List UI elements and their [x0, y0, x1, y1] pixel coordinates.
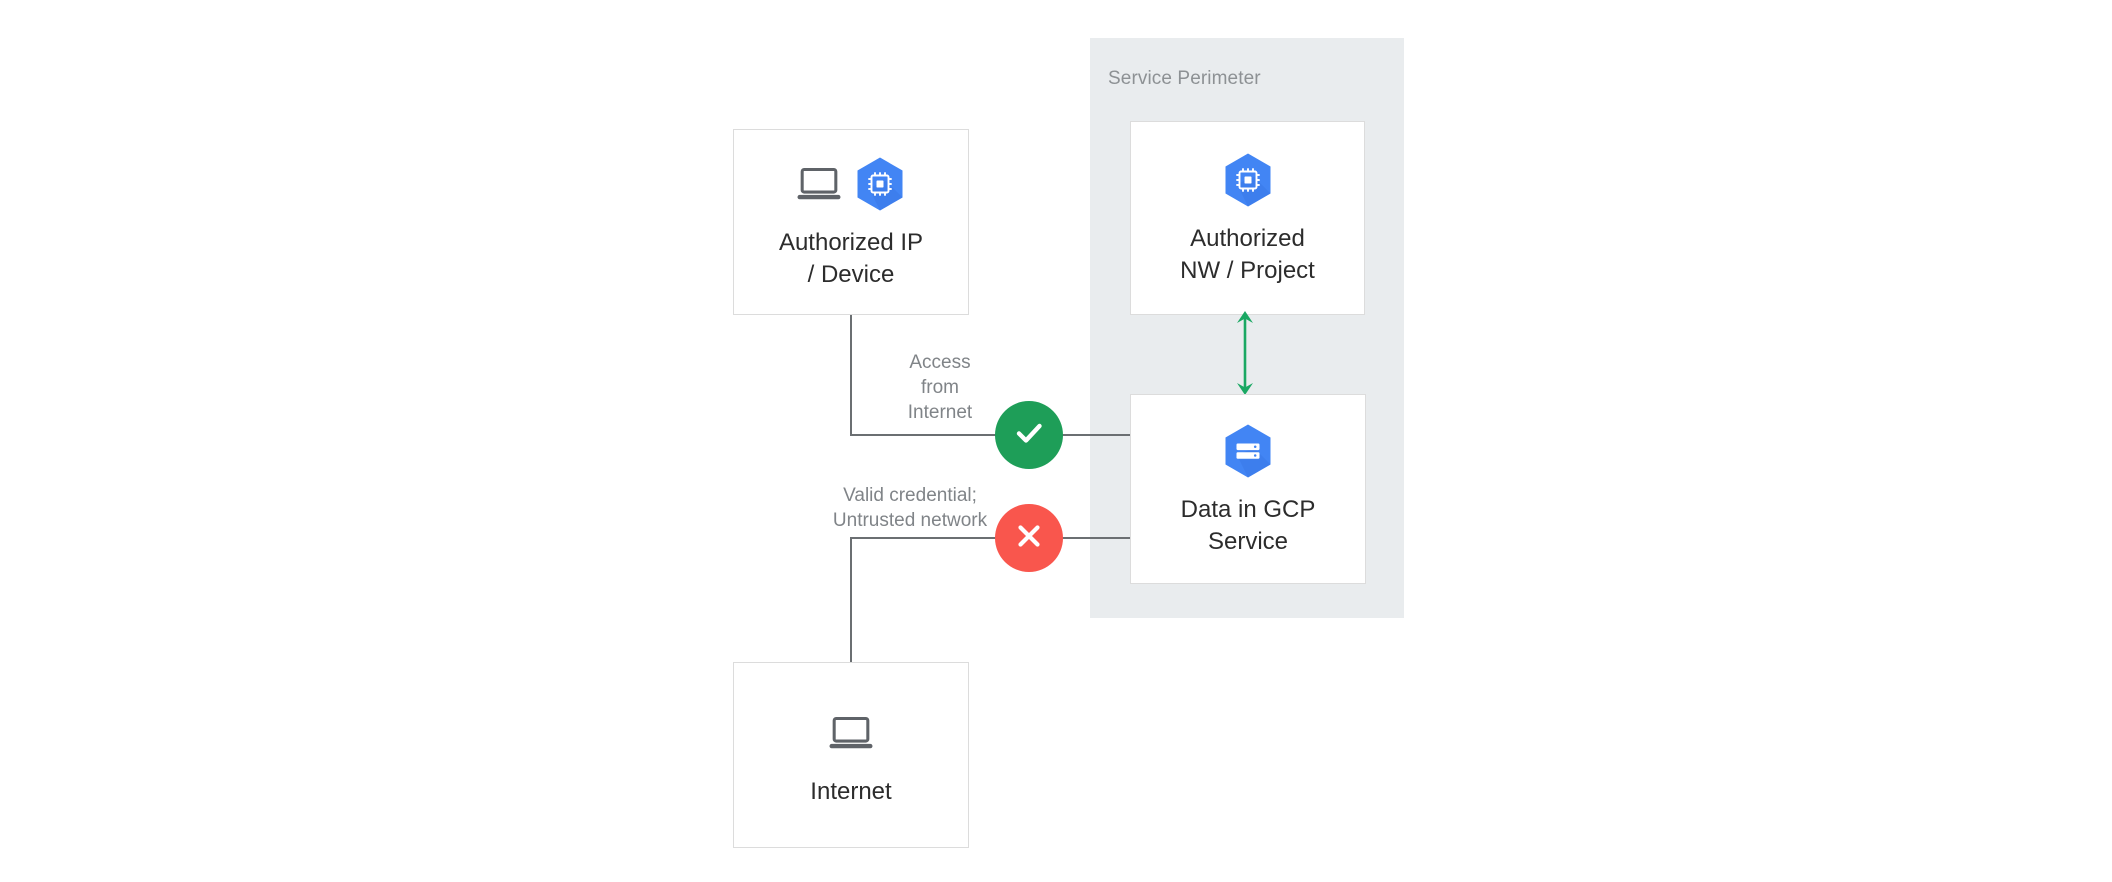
connector-authorized-ip-horizontal	[850, 434, 998, 437]
cross-icon	[1011, 518, 1047, 559]
bidirectional-arrow-icon	[1230, 310, 1260, 396]
node-icon-group	[829, 702, 873, 764]
node-label: Authorized NW / Project	[1180, 225, 1315, 284]
node-label: Internet	[810, 778, 892, 806]
status-badge-denied[interactable]	[995, 504, 1063, 572]
node-icon-group	[1223, 149, 1273, 211]
connector-internet-horizontal	[850, 537, 998, 540]
gcp-compute-hexagon-icon	[855, 156, 905, 212]
status-badge-allowed[interactable]	[995, 401, 1063, 469]
gcp-storage-hexagon-icon	[1223, 423, 1273, 479]
node-internet[interactable]: Internet	[733, 662, 969, 848]
laptop-icon	[797, 167, 841, 201]
node-label: Data in GCP Service	[1180, 496, 1316, 555]
node-label: Authorized IP / Device	[778, 229, 924, 288]
edge-label-valid-credential-untrusted-network: Valid credential; Untrusted network	[832, 485, 988, 532]
node-icon-group	[1223, 420, 1273, 482]
connector-internet-vertical	[850, 537, 853, 664]
gcp-compute-hexagon-icon	[1223, 152, 1273, 208]
connector-authorized-ip-vertical	[850, 315, 853, 436]
node-icon-group	[797, 153, 905, 215]
connector-allow-to-data-service	[1045, 434, 1131, 437]
node-data-in-gcp-service[interactable]: Data in GCP Service	[1130, 394, 1366, 584]
service-perimeter-label: Service Perimeter	[1108, 68, 1261, 89]
edge-label-access-from-internet: Access from Internet	[907, 352, 973, 424]
node-authorized-nw-project[interactable]: Authorized NW / Project	[1130, 121, 1365, 315]
connector-deny-to-data-service	[1045, 537, 1131, 540]
laptop-icon	[829, 716, 873, 750]
node-authorized-ip-device[interactable]: Authorized IP / Device	[733, 129, 969, 315]
check-icon	[1009, 413, 1049, 458]
